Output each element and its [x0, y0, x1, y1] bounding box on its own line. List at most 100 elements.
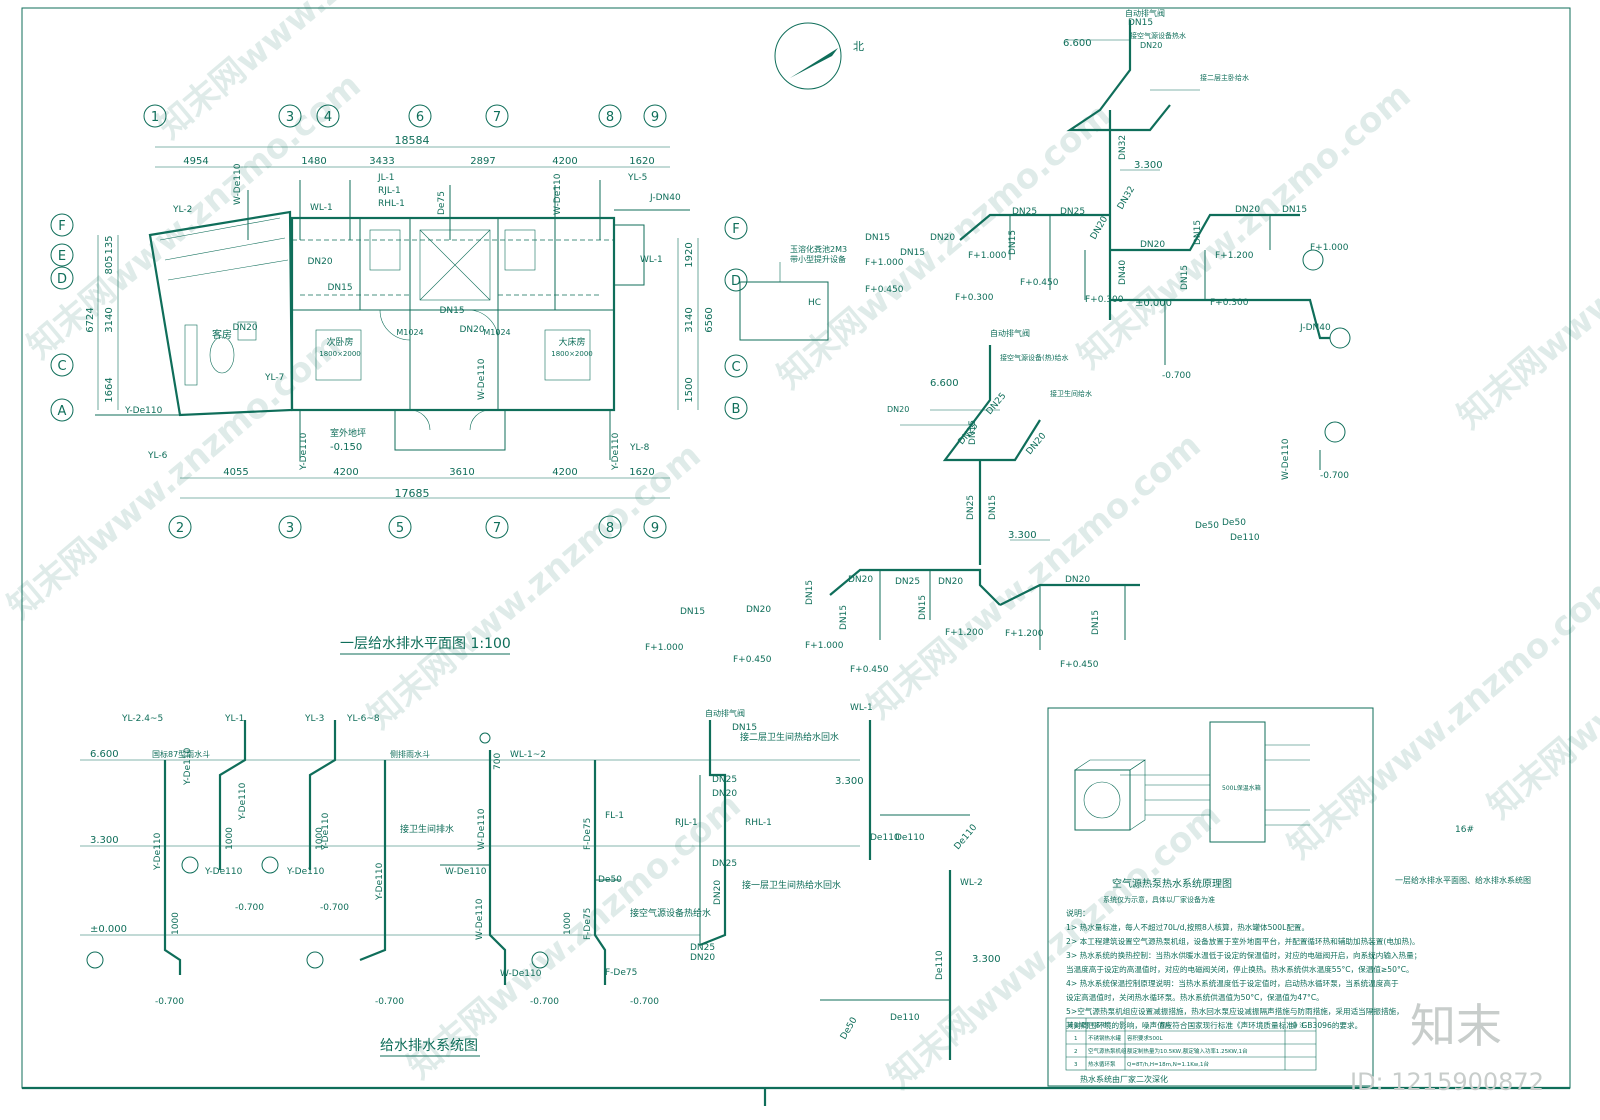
- brand-logo: 知末: [1410, 999, 1502, 1053]
- depth: -0.700: [375, 997, 404, 1007]
- pipe-size: DN15: [680, 607, 705, 617]
- sys-pipe: De110: [953, 823, 980, 852]
- stack-tag: WL-2: [960, 878, 983, 888]
- axis-bottom-bubble-circle: [168, 515, 192, 539]
- stack-tag: RJL-1: [675, 818, 698, 828]
- axis-left-bubble: D: [57, 272, 67, 287]
- pipe-tag: Y-De110: [611, 432, 621, 471]
- dim-bottom: 4200: [333, 467, 358, 478]
- pipe-size: DN32: [1116, 185, 1137, 212]
- fixture-elev: F+0.450: [850, 665, 889, 675]
- table-cell: 容积要求500L: [1127, 1034, 1163, 1042]
- sys-pipe: De50: [839, 1016, 860, 1042]
- fixture-elev: F+0.450: [733, 655, 772, 665]
- axis-top-bubble-circle: [408, 104, 432, 128]
- septic-label: HC: [808, 298, 821, 308]
- side-size: De50: [1195, 521, 1219, 531]
- sys-pipe: DN25: [712, 775, 737, 785]
- pipe-size: DN20: [1065, 575, 1090, 585]
- system-diagram: [80, 720, 970, 1060]
- axis-left-bubble-circle: [50, 213, 74, 237]
- pipe-size: DN20: [232, 323, 257, 333]
- pipe-size: DN25: [1012, 207, 1037, 217]
- axis-left-bubble: C: [57, 359, 66, 374]
- dim-left: 3140: [104, 307, 115, 332]
- axis-left-bubble: E: [58, 249, 66, 264]
- note-line: 设定高温值时，关闭热水循环泵。热水系统供温值为50°C，保温值为47°C。: [1066, 992, 1324, 1002]
- pipe-tag: YL-2: [172, 205, 192, 215]
- note: 接二层卫生间热给水回水: [740, 731, 839, 743]
- pipe-tag: W-De110: [477, 358, 487, 400]
- sys-pipe: DN20: [713, 880, 723, 905]
- dim-top: 2897: [470, 156, 495, 167]
- sys-pipe: Y-De110: [375, 862, 385, 901]
- axis-bottom-bubble: 3: [286, 521, 294, 536]
- pipe-size: DN20: [307, 257, 332, 267]
- note-line: 2> 本工程建筑设置空气源热泵机组，设备放置于室外地面平台，并配置循环热和辅助加…: [1066, 936, 1420, 946]
- axis-right-bubble-circle: [724, 354, 748, 378]
- plan-title: 一层给水排水平面图 1:100: [340, 636, 511, 652]
- fixture-elev: F+1.000: [805, 641, 844, 651]
- pipe-size: DN15: [1128, 18, 1153, 28]
- dim-top: 1620: [629, 156, 654, 167]
- note: 接卫生间排水: [400, 823, 454, 835]
- supply-isometric: [959, 20, 1351, 365]
- valve-note: 接二层主卧给水: [1200, 73, 1249, 82]
- note-line: 5>空气源热泵机组应设置减振措施，热水回水泵应设减振隔声措施与防雨措施，采用适当…: [1066, 1006, 1404, 1016]
- main-supply-tag: J-DN40: [1299, 323, 1331, 333]
- dim-top: 4954: [183, 156, 208, 167]
- dim-total-right: 6560: [704, 307, 715, 332]
- sys-pipe: DN25: [690, 943, 715, 953]
- valve-note: 接空气源设备热水: [1130, 31, 1186, 40]
- dim-left: 805: [104, 255, 115, 274]
- axis-right-bubble-circle: [724, 216, 748, 240]
- note: 接一层卫生间热给水回水: [742, 879, 841, 891]
- note-line: 1> 热水量标准，每人不超过70L/d,按照8人核算，热水罐体500L配置。: [1066, 922, 1309, 932]
- dim-bottom: 3610: [449, 467, 474, 478]
- axis-bottom-bubble-circle: [278, 515, 302, 539]
- pipe-size: DN20: [848, 575, 873, 585]
- pipe-size: DN15: [988, 495, 998, 520]
- sys-pipe: Y-De110: [321, 812, 331, 851]
- stack-tag: WL-1: [850, 703, 873, 713]
- dim-top: 1480: [301, 156, 326, 167]
- septic-tank: HC 玉溶化粪池2M3 带小型提升设备: [739, 244, 847, 341]
- pipe-size: DN25: [966, 495, 976, 520]
- depth: -0.700: [630, 997, 659, 1007]
- north-arrow: 北: [774, 22, 864, 90]
- pipe-size: DN20: [1025, 431, 1049, 457]
- sys-pipe: De50: [598, 875, 622, 885]
- sys-pipe: DN20: [690, 953, 715, 963]
- dim-total-top: 18584: [395, 134, 430, 147]
- dim-bottom: 4055: [223, 467, 248, 478]
- pipe-tag: YL-7: [264, 373, 284, 383]
- level: 6.600: [1063, 38, 1092, 49]
- fixture-elev: F+0.450: [1020, 278, 1059, 288]
- pipe-tag: W-De110: [553, 173, 563, 215]
- dim-bottom: 4200: [552, 467, 577, 478]
- sys-dim: 1000: [225, 827, 235, 850]
- elevation: -0.150: [330, 442, 362, 453]
- axis-left-bubble: A: [58, 404, 67, 419]
- axis-top-bubble: 1: [151, 110, 159, 125]
- pipe-size: DN32: [1118, 135, 1128, 160]
- pipe-tag: Y-De110: [124, 406, 163, 416]
- axis-bottom-bubble-circle: [643, 515, 667, 539]
- room-size: 1800×2000: [551, 350, 593, 358]
- axis-left-bubble: F: [58, 219, 65, 234]
- pipe-size: DN15: [805, 580, 815, 605]
- stack-tag: RHL-1: [745, 818, 772, 828]
- fixture-elev: F+0.450: [865, 285, 904, 295]
- tank-label: 500L保温水箱: [1222, 784, 1261, 792]
- stack-tag: YL-1: [224, 714, 244, 724]
- heat-pump-panel: [1047, 707, 1374, 1087]
- level: 3.300: [835, 776, 864, 787]
- equipment-table-text: 设备编号 名 称 规格 备 注 1 不锈钢热水罐 容积要求500L 2 空气源热…: [1068, 1021, 1305, 1068]
- fixture-elev: F+1.000: [968, 251, 1007, 261]
- table-cell: 额定制热量为10.5KW,额定输入功率1.25KW,1台: [1127, 1047, 1248, 1055]
- pipe-size: DN20: [930, 233, 955, 243]
